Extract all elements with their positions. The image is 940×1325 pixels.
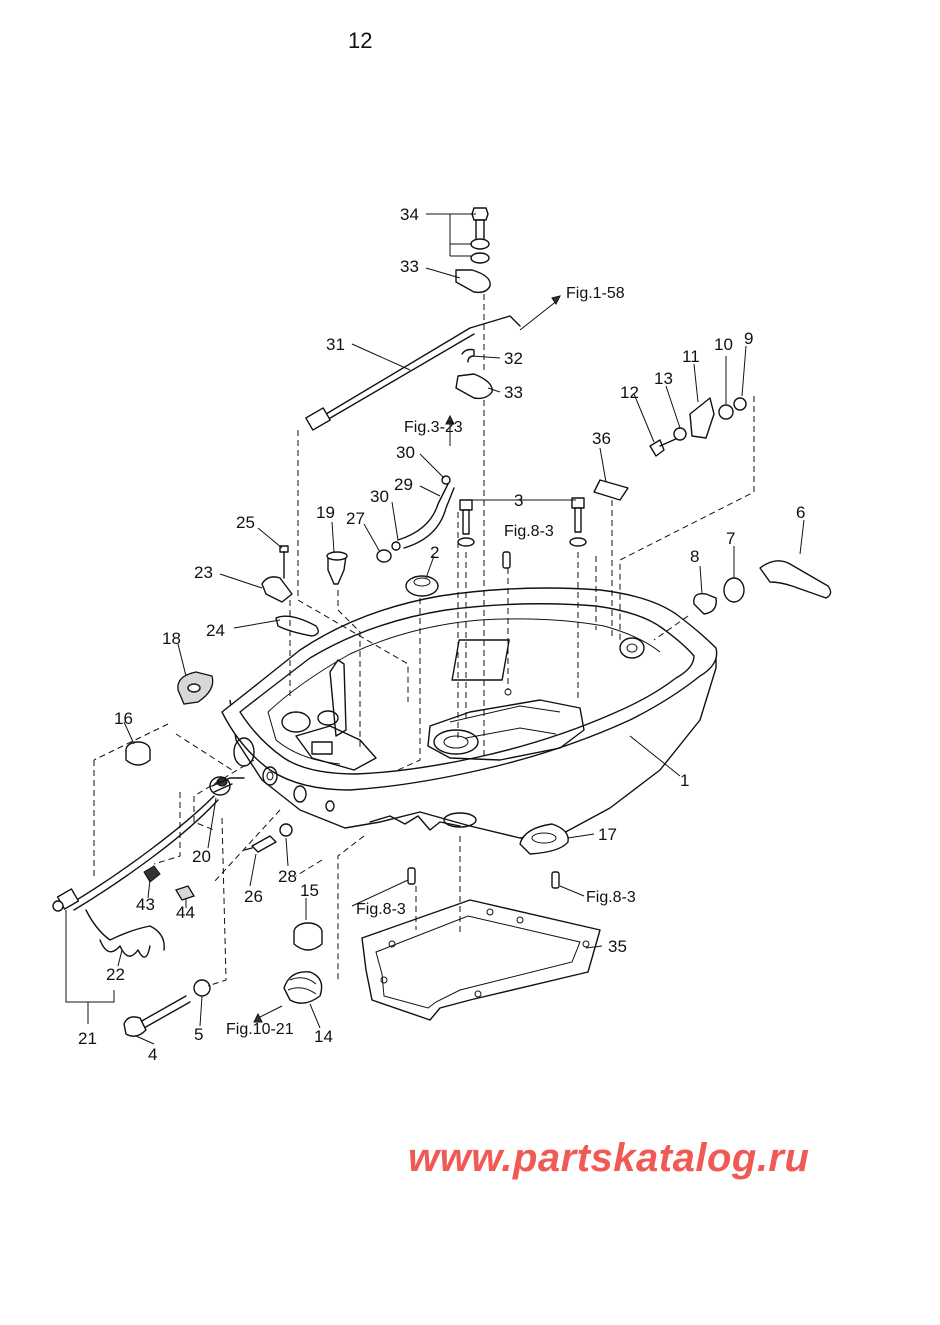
callout-30-bottom: 30 [370, 487, 389, 506]
screw-25-drawing [279, 545, 289, 579]
callout-36: 35 [608, 937, 627, 956]
callout-20: 20 [192, 847, 211, 866]
callout-44: 44 [176, 903, 195, 922]
ref-fig-8-3-left: Fig.8-3 [356, 901, 406, 918]
callout-18: 18 [162, 629, 181, 648]
sensor-26-drawing [243, 835, 277, 853]
stop-switch-21-drawing [52, 777, 245, 912]
callout-29: 29 [394, 475, 413, 494]
pad-24-drawing [275, 615, 319, 637]
lanyard-22-drawing [85, 909, 165, 958]
callout-33-bottom: 33 [504, 383, 523, 402]
ref-fig-8-3-center: Fig.8-3 [504, 523, 554, 540]
callout-8: 8 [690, 547, 699, 566]
dowel-pin-2-drawing [407, 867, 416, 885]
alignment-lines [93, 294, 755, 987]
label-35-drawing [593, 479, 629, 501]
callout-21: 21 [78, 1029, 97, 1048]
callout-26: 26 [244, 887, 263, 906]
clip-44-drawing [175, 885, 195, 901]
hose-29-drawing [397, 483, 455, 549]
callout-25: 25 [236, 513, 255, 532]
callout-13: 13 [654, 369, 673, 388]
grommet-14-drawing [283, 971, 323, 1004]
callout-23: 23 [194, 563, 213, 582]
callout-27: 27 [346, 509, 365, 528]
ref-fig-1-58: Fig.1-58 [566, 285, 625, 302]
callout-4: 4 [148, 1045, 157, 1064]
callout-43: 43 [136, 895, 155, 914]
clip-43-drawing [143, 865, 161, 883]
leader-lines [65, 213, 805, 1045]
clip-30b-drawing [391, 541, 401, 551]
callout-15: 15 [300, 881, 319, 900]
callout-34: 34 [400, 205, 419, 224]
grommet-27-drawing [376, 549, 392, 563]
callout-2: 2 [430, 543, 439, 562]
callout-11: 11 [682, 347, 700, 366]
callout-6: 6 [796, 503, 805, 522]
watermark: www.partskatalog.ru [408, 1136, 810, 1180]
callout-30-top: 30 [396, 443, 415, 462]
plug-16-drawing [125, 741, 151, 766]
clip-32-drawing [461, 348, 475, 363]
grommet-18-drawing [177, 671, 214, 705]
callout-5: 5 [194, 1025, 203, 1044]
dowel-pin-3-drawing [551, 871, 560, 889]
callout-7: 7 [726, 529, 735, 548]
callout-14: 14 [314, 1027, 333, 1046]
clamp-23-drawing [261, 576, 293, 603]
callout-numbers: 34 33 31 32 33 30 29 30 3 19 27 2 25 23 … [78, 205, 805, 1064]
bolt-34-drawing [470, 207, 490, 264]
callout-33-top: 33 [400, 257, 419, 276]
grommet-20-drawing [209, 776, 231, 796]
ref-fig-8-3-right: Fig.8-3 [586, 889, 636, 906]
callout-17: 17 [598, 825, 617, 844]
plug-19-drawing [326, 551, 348, 585]
callout-1: 1 [680, 771, 689, 790]
shaft-4-drawing [123, 995, 191, 1037]
dowel-pin-1-drawing [502, 551, 511, 569]
callout-19: 19 [316, 503, 335, 522]
clip-30-drawing [441, 475, 451, 485]
figure-references: Fig.1-58 Fig.3-23 Fig.8-3 Fig.8-3 Fig.8-… [226, 285, 636, 1038]
callout-10: 10 [714, 335, 733, 354]
page-number: 12 [348, 28, 373, 53]
clamp-33-bottom-drawing [455, 373, 493, 400]
washer-28-drawing [279, 823, 293, 837]
clamp-33-top-drawing [455, 269, 491, 294]
gasket-36-drawing [361, 899, 601, 1021]
grommet-17-drawing [519, 823, 569, 855]
bushing-5-drawing [193, 979, 211, 997]
ref-fig-3-23: Fig.3-23 [404, 419, 463, 436]
latch-parts-drawing [649, 397, 747, 457]
callout-24: 24 [206, 621, 225, 640]
callout-16: 16 [114, 709, 133, 728]
callout-12: 12 [620, 383, 639, 402]
callout-35: 36 [592, 429, 611, 448]
callout-28: 28 [278, 867, 297, 886]
lever-parts-drawing [693, 560, 832, 615]
callout-22: 22 [106, 965, 125, 984]
bolt-3-drawing [457, 497, 587, 547]
plug-15-drawing [293, 922, 323, 951]
callout-31: 31 [326, 335, 345, 354]
bottom-cowling-drawing [221, 587, 718, 839]
grommet-2-drawing [405, 575, 439, 597]
callout-3: 3 [514, 491, 523, 510]
callout-9: 9 [744, 329, 753, 348]
cable-31-drawing [305, 315, 521, 431]
ref-fig-10-21: Fig.10-21 [226, 1021, 294, 1038]
callout-32: 32 [504, 349, 523, 368]
